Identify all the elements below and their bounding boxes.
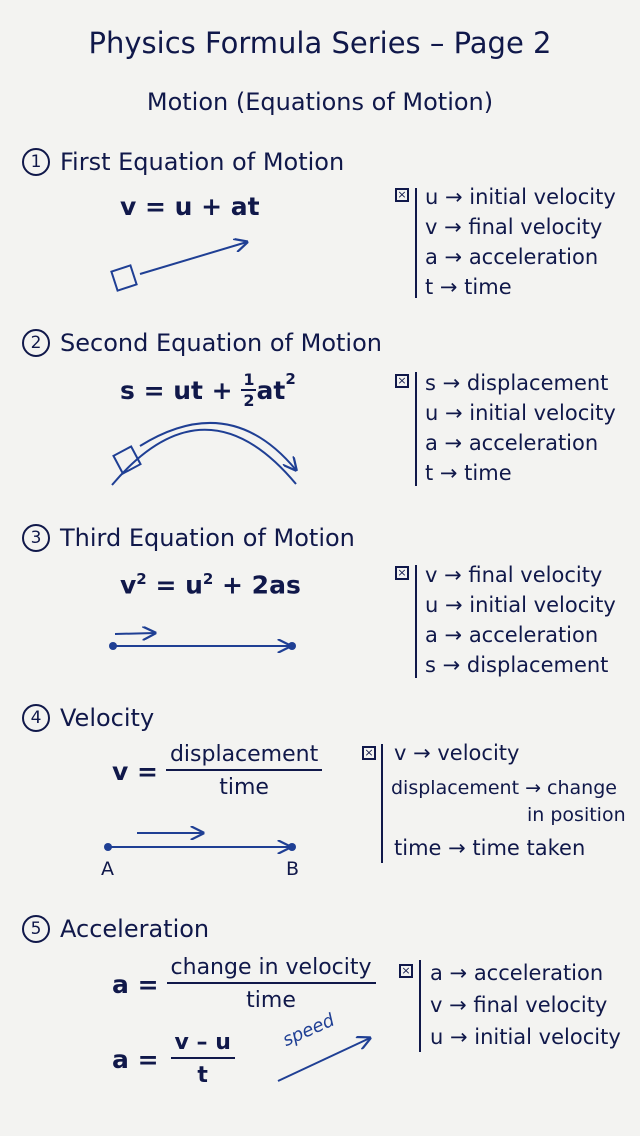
section-1-legend: u → initial velocity v → final velocity … <box>425 182 616 302</box>
velocity-fraction: displacement time <box>165 742 323 800</box>
legend-item: t → time <box>425 275 512 299</box>
legend-item: a → acceleration <box>425 245 599 269</box>
legend-item: a → acceleration <box>430 961 604 985</box>
acceleration-fraction: change in velocity time <box>166 955 376 1013</box>
acceleration-symbolic-fraction: v – u t <box>170 1030 235 1088</box>
section-3-heading: 3 Third Equation of Motion <box>22 524 355 552</box>
legend-item: u → initial velocity <box>425 593 616 617</box>
checkbox-icon: × <box>395 188 409 202</box>
legend-item: displacement → change <box>391 777 617 799</box>
section-4-heading: 4 Velocity <box>22 704 154 732</box>
section-2-number: 2 <box>22 329 50 357</box>
exponent: 2 <box>285 370 296 388</box>
formula-part: + 2as <box>213 570 301 600</box>
legend-item: v → final velocity <box>425 563 603 587</box>
page-title: Physics Formula Series – Page 2 <box>88 26 552 60</box>
exponent: 2 <box>202 570 214 588</box>
section-5-legend: a → acceleration v → final velocity u → … <box>430 957 621 1053</box>
legend-item: t → time <box>425 461 512 485</box>
formula-part: = u <box>146 570 203 600</box>
section-5-number: 5 <box>22 915 50 943</box>
legend-item: a → acceleration <box>425 623 599 647</box>
fraction-denominator: time <box>246 988 296 1013</box>
legend-item: in position <box>527 804 626 826</box>
point-b-label: B <box>286 858 300 880</box>
acceleration-formula-symbolic: a = v – u t <box>112 1030 235 1088</box>
formula-part: s = ut + <box>120 375 242 405</box>
checkbox-icon: × <box>395 566 409 580</box>
legend-item: v → final velocity <box>430 993 608 1017</box>
section-3-number: 3 <box>22 524 50 552</box>
legend-item: s → displacement <box>425 653 609 677</box>
legend-item: u → initial velocity <box>425 185 616 209</box>
legend-item: u → initial velocity <box>430 1025 621 1049</box>
legend-item: s → displacement <box>425 371 609 395</box>
fraction-numerator: v – u <box>170 1030 235 1059</box>
fraction-denominator: t <box>197 1063 208 1088</box>
formula-part: v = <box>112 756 158 786</box>
fraction-numerator: 1 <box>241 370 257 391</box>
section-2-title: Second Equation of Motion <box>60 329 382 357</box>
section-5-heading: 5 Acceleration <box>22 915 209 943</box>
section-2-heading: 2 Second Equation of Motion <box>22 329 382 357</box>
section-3-title: Third Equation of Motion <box>60 524 355 552</box>
legend-item: a → acceleration <box>425 431 599 455</box>
section-4-number: 4 <box>22 704 50 732</box>
section-2-legend: s → displacement u → initial velocity a … <box>425 368 616 488</box>
legend-item: u → initial velocity <box>425 401 616 425</box>
fraction-half: 1 2 <box>241 370 257 410</box>
legend-item: v → velocity <box>394 741 520 765</box>
section-4-title: Velocity <box>60 704 155 732</box>
fraction-denominator: 2 <box>243 391 255 410</box>
exponent: 2 <box>136 570 147 588</box>
block-arrow-diagram-1 <box>110 242 247 292</box>
formula-part: at <box>256 375 286 405</box>
first-equation-formula: v = u + at <box>120 192 260 221</box>
speed-arrow-diagram-5 <box>277 1038 370 1082</box>
point-a-label: A <box>101 858 114 880</box>
fraction-numerator: change in velocity <box>166 955 376 984</box>
checkbox-icon: × <box>399 964 413 978</box>
section-3-legend: v → final velocity u → initial velocity … <box>425 560 616 680</box>
legend-item: v → final velocity <box>425 215 603 239</box>
acceleration-formula-definition: a = change in velocity time <box>112 955 376 1013</box>
legend-item: time → time taken <box>394 836 586 860</box>
fraction-denominator: time <box>219 775 269 800</box>
third-equation-formula: v2 = u2 + 2as <box>120 570 301 599</box>
formula-part: a = <box>112 969 159 999</box>
fraction-numerator: displacement <box>165 742 323 771</box>
a-to-b-diagram-4 <box>104 833 296 851</box>
velocity-formula: v = displacement time <box>112 742 323 800</box>
curved-trajectory-diagram-2 <box>111 421 296 486</box>
section-1-number: 1 <box>22 148 50 176</box>
formula-part: a = <box>112 1044 159 1074</box>
section-1-title: First Equation of Motion <box>60 148 345 176</box>
checkbox-icon: × <box>395 374 409 388</box>
section-5-title: Acceleration <box>60 915 210 943</box>
section-1-heading: 1 First Equation of Motion <box>22 148 344 176</box>
displacement-line-diagram-3 <box>109 633 296 650</box>
page-subtitle: Motion (Equations of Motion) <box>146 88 494 116</box>
formula-part: v <box>120 570 137 600</box>
checkbox-icon: × <box>362 746 376 760</box>
